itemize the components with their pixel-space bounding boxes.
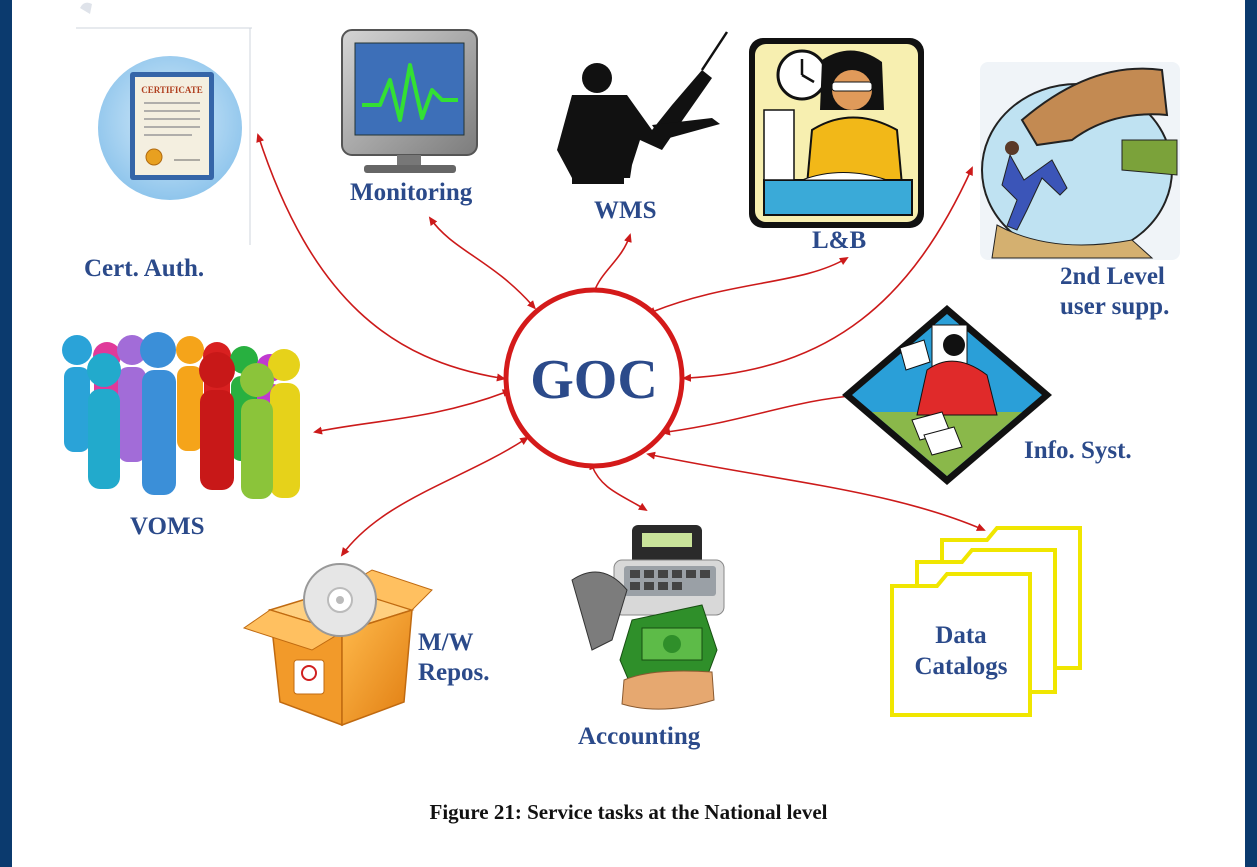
label-data-catalogs: Data Catalogs xyxy=(892,620,1030,683)
label-2nd-level-line2: user supp. xyxy=(1060,293,1170,320)
arrow-accounting xyxy=(589,460,648,512)
folders-icon xyxy=(890,526,1082,717)
helping-hand-icon xyxy=(980,62,1180,260)
label-mw-repos: M/W Repos. xyxy=(418,628,490,688)
label-data-catalogs-line2: Catalogs xyxy=(914,653,1008,681)
label-data-catalogs-line1: Data xyxy=(935,622,987,649)
page-artifact xyxy=(80,2,92,15)
conductor-icon xyxy=(557,31,729,184)
goc-circle xyxy=(503,287,685,469)
label-2nd-level: 2nd Level user supp. xyxy=(1060,262,1169,322)
arrow-data-catalogs xyxy=(646,451,986,531)
svg-text:CERTIFICATE: CERTIFICATE xyxy=(141,85,203,95)
diagram-canvas: GOC CERTIFICATE xyxy=(12,0,1245,867)
info-system-icon xyxy=(842,305,1052,485)
arrow-2nd-level xyxy=(682,166,973,382)
label-mw-repos-line1: M/W xyxy=(418,629,474,656)
certificate-icon: CERTIFICATE xyxy=(98,56,242,200)
label-accounting: Accounting xyxy=(578,723,701,750)
label-wms: WMS xyxy=(594,197,657,224)
clerk-desk-icon xyxy=(749,38,924,228)
arrow-info-syst xyxy=(661,391,864,436)
label-info-syst: Info. Syst. xyxy=(1024,437,1132,464)
arrow-lb xyxy=(646,256,849,315)
arrow-voms xyxy=(313,389,512,435)
label-cert-auth: Cert. Auth. xyxy=(84,255,205,282)
label-mw-repos-line2: Repos. xyxy=(418,659,490,686)
label-monitoring: Monitoring xyxy=(350,179,473,206)
connection-arrows xyxy=(256,133,986,557)
figure-caption: Figure 21: Service tasks at the National… xyxy=(429,800,828,824)
label-2nd-level-line1: 2nd Level xyxy=(1060,263,1165,290)
diagram-graphics: GOC CERTIFICATE xyxy=(62,2,1180,727)
arrow-mw-repos xyxy=(340,436,530,557)
goc-label: GOC xyxy=(530,349,658,411)
label-lb: L&B xyxy=(812,227,867,254)
monitor-icon xyxy=(341,29,478,173)
label-voms: VOMS xyxy=(130,513,205,540)
arrow-cert-auth xyxy=(256,133,506,382)
software-box-icon xyxy=(242,563,433,727)
arrow-wms xyxy=(591,233,632,298)
cash-register-icon xyxy=(571,525,725,710)
people-group-icon xyxy=(62,332,300,499)
arrow-monitoring xyxy=(428,216,536,310)
